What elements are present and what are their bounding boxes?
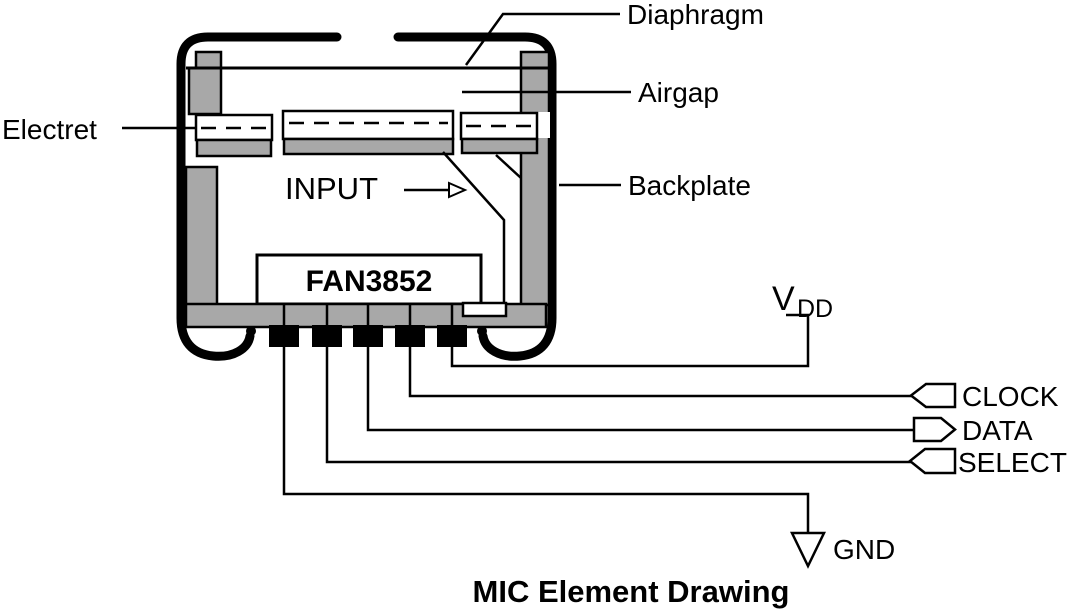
- electret-stack-left: [194, 113, 274, 158]
- backplate-label: Backplate: [628, 170, 751, 201]
- backplate-to-chip-wire: [442, 151, 506, 303]
- chip-body: [255, 253, 483, 306]
- pin-3: [353, 325, 383, 347]
- vdd-wire: [450, 313, 810, 368]
- electret-stack-right: [459, 111, 539, 155]
- signal-wires: [282, 313, 914, 533]
- pin-4: [395, 325, 425, 347]
- left-lower-wall-block: [184, 165, 219, 307]
- figure-title: MIC Element Drawing: [473, 574, 790, 609]
- clock-wire: [408, 347, 912, 398]
- backplate-to-wall-wire: [495, 154, 522, 179]
- base-feedthrough-lines: [282, 304, 454, 327]
- pin-row: [269, 325, 467, 347]
- chip-label: FAN3852: [306, 265, 433, 298]
- electret-film-center: [281, 109, 455, 141]
- vdd-label: V: [772, 280, 795, 318]
- right-notch: [535, 112, 550, 138]
- clock-label: CLOCK: [962, 381, 1059, 412]
- backplate-strip-left: [195, 138, 273, 158]
- data-wire: [366, 347, 914, 432]
- can-crimp-left-tip: [246, 326, 256, 336]
- can-crimp-right-tip: [477, 326, 487, 336]
- base-input-notch: [461, 301, 508, 318]
- gnd-label: GND: [833, 534, 895, 565]
- airgap-label: Airgap: [638, 77, 719, 108]
- left-upper-wall-block: [187, 66, 223, 116]
- capsule-base: [184, 301, 548, 347]
- leader-lines: [122, 12, 631, 199]
- data-label: DATA: [962, 415, 1033, 446]
- pin-5: [437, 325, 467, 347]
- select-input-connector-icon: [907, 447, 957, 475]
- input-label: INPUT: [285, 171, 378, 206]
- pin-1: [269, 325, 299, 347]
- right-wall-column: [519, 50, 551, 307]
- electret-label: Electret: [2, 114, 97, 145]
- diaphragm-label: Diaphragm: [627, 0, 764, 30]
- gnd-wire: [282, 347, 810, 533]
- electret-stack-center: [281, 109, 455, 156]
- diaphragm-leader-line: [464, 12, 620, 66]
- backplate-strip-center: [282, 137, 455, 156]
- data-output-connector-icon: [912, 416, 957, 443]
- pin-2: [312, 325, 342, 347]
- can-shell-left: [176, 32, 342, 361]
- vdd-subscript-label: DD: [797, 295, 833, 323]
- select-label: SELECT: [958, 447, 1067, 478]
- clock-input-connector-icon: [908, 382, 957, 409]
- gnd-symbol-icon: [790, 531, 826, 569]
- can-shell-right: [393, 32, 557, 361]
- asic-chip: FAN3852: [255, 253, 483, 306]
- select-wire: [325, 347, 911, 464]
- connector-symbols: [790, 382, 957, 569]
- mic-can-shell: [176, 32, 557, 361]
- backplate-strip-right: [460, 137, 539, 155]
- input-arrowhead-icon: [448, 181, 468, 199]
- mic-capsule-interior: [184, 50, 551, 307]
- left-top-spacer-block: [194, 50, 223, 70]
